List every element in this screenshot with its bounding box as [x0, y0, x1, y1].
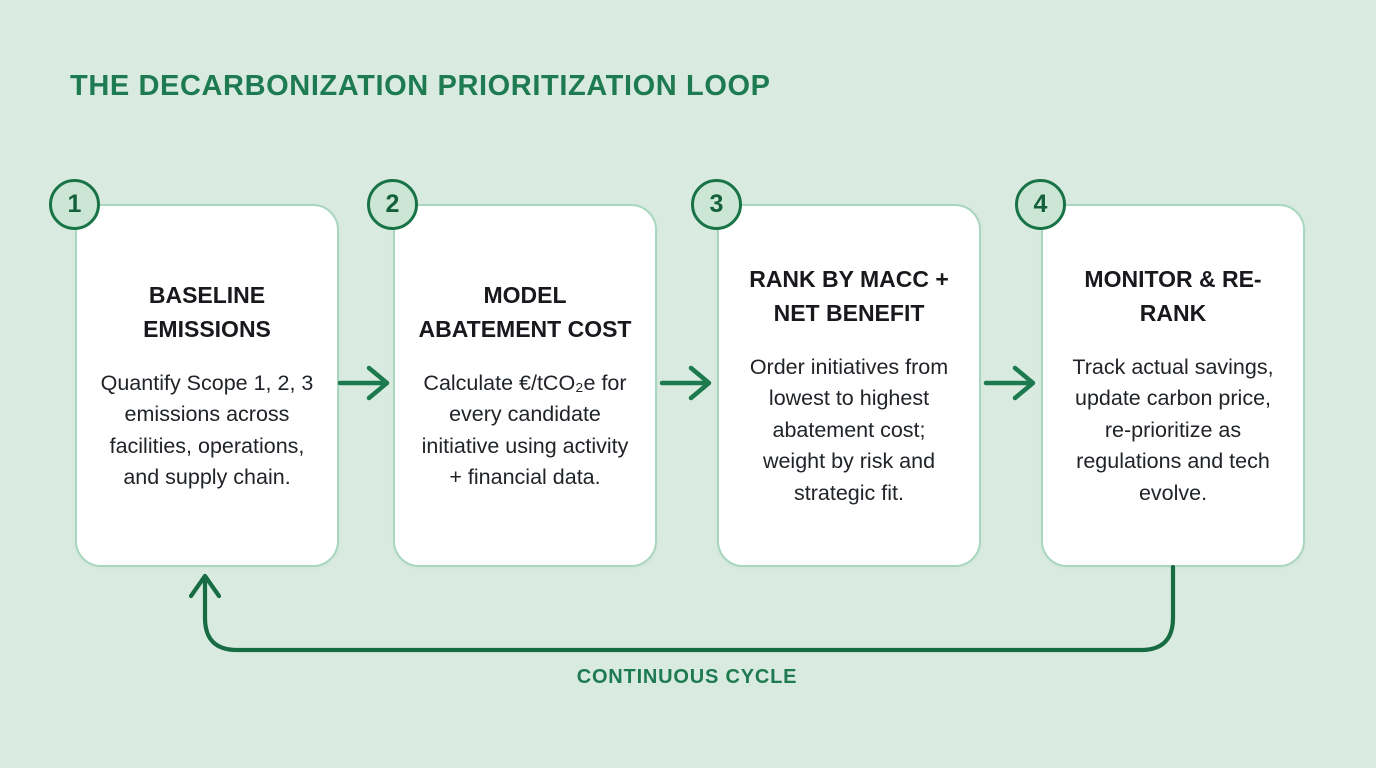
loop-back-arrow-icon	[188, 564, 1176, 653]
step-card-baseline-emissions: 1 BASELINE EMISSIONS Quantify Scope 1, 2…	[49, 179, 339, 567]
right-arrow-icon	[659, 365, 712, 401]
cycle-label: CONTINUOUS CYCLE	[576, 666, 798, 688]
step-number-badge: 3	[691, 179, 742, 230]
step-title: MODEL ABATEMENT COST	[418, 281, 632, 342]
step-card-model-abatement-cost: 2 MODEL ABATEMENT COST Calculate €/tCO₂e…	[367, 179, 657, 567]
step-description: Order initiatives from lowest to highest…	[749, 354, 949, 505]
step-card-rank-by-macc: 3 RANK BY MACC + NET BENEFIT Order initi…	[691, 179, 981, 567]
step-title: BASELINE EMISSIONS	[143, 281, 271, 342]
step-description: Quantify Scope 1, 2, 3 emissions across …	[100, 370, 314, 490]
diagram-title: THE DECARBONIZATION PRIORITIZATION LOOP	[70, 70, 771, 102]
step-card-monitor-rerank: 4 MONITOR & RE-RANK Track actual savings…	[1015, 179, 1305, 567]
step-title: MONITOR & RE-RANK	[1084, 265, 1262, 326]
step-number-badge: 1	[49, 179, 100, 230]
step-number-badge: 4	[1015, 179, 1066, 230]
right-arrow-icon	[983, 365, 1036, 401]
step-title: RANK BY MACC + NET BENEFIT	[749, 265, 949, 326]
step-description: Calculate €/tCO₂e for every candidate in…	[421, 370, 629, 490]
right-arrow-icon	[337, 365, 390, 401]
step-description: Track actual savings, update carbon pric…	[1072, 354, 1274, 505]
step-number-badge: 2	[367, 179, 418, 230]
